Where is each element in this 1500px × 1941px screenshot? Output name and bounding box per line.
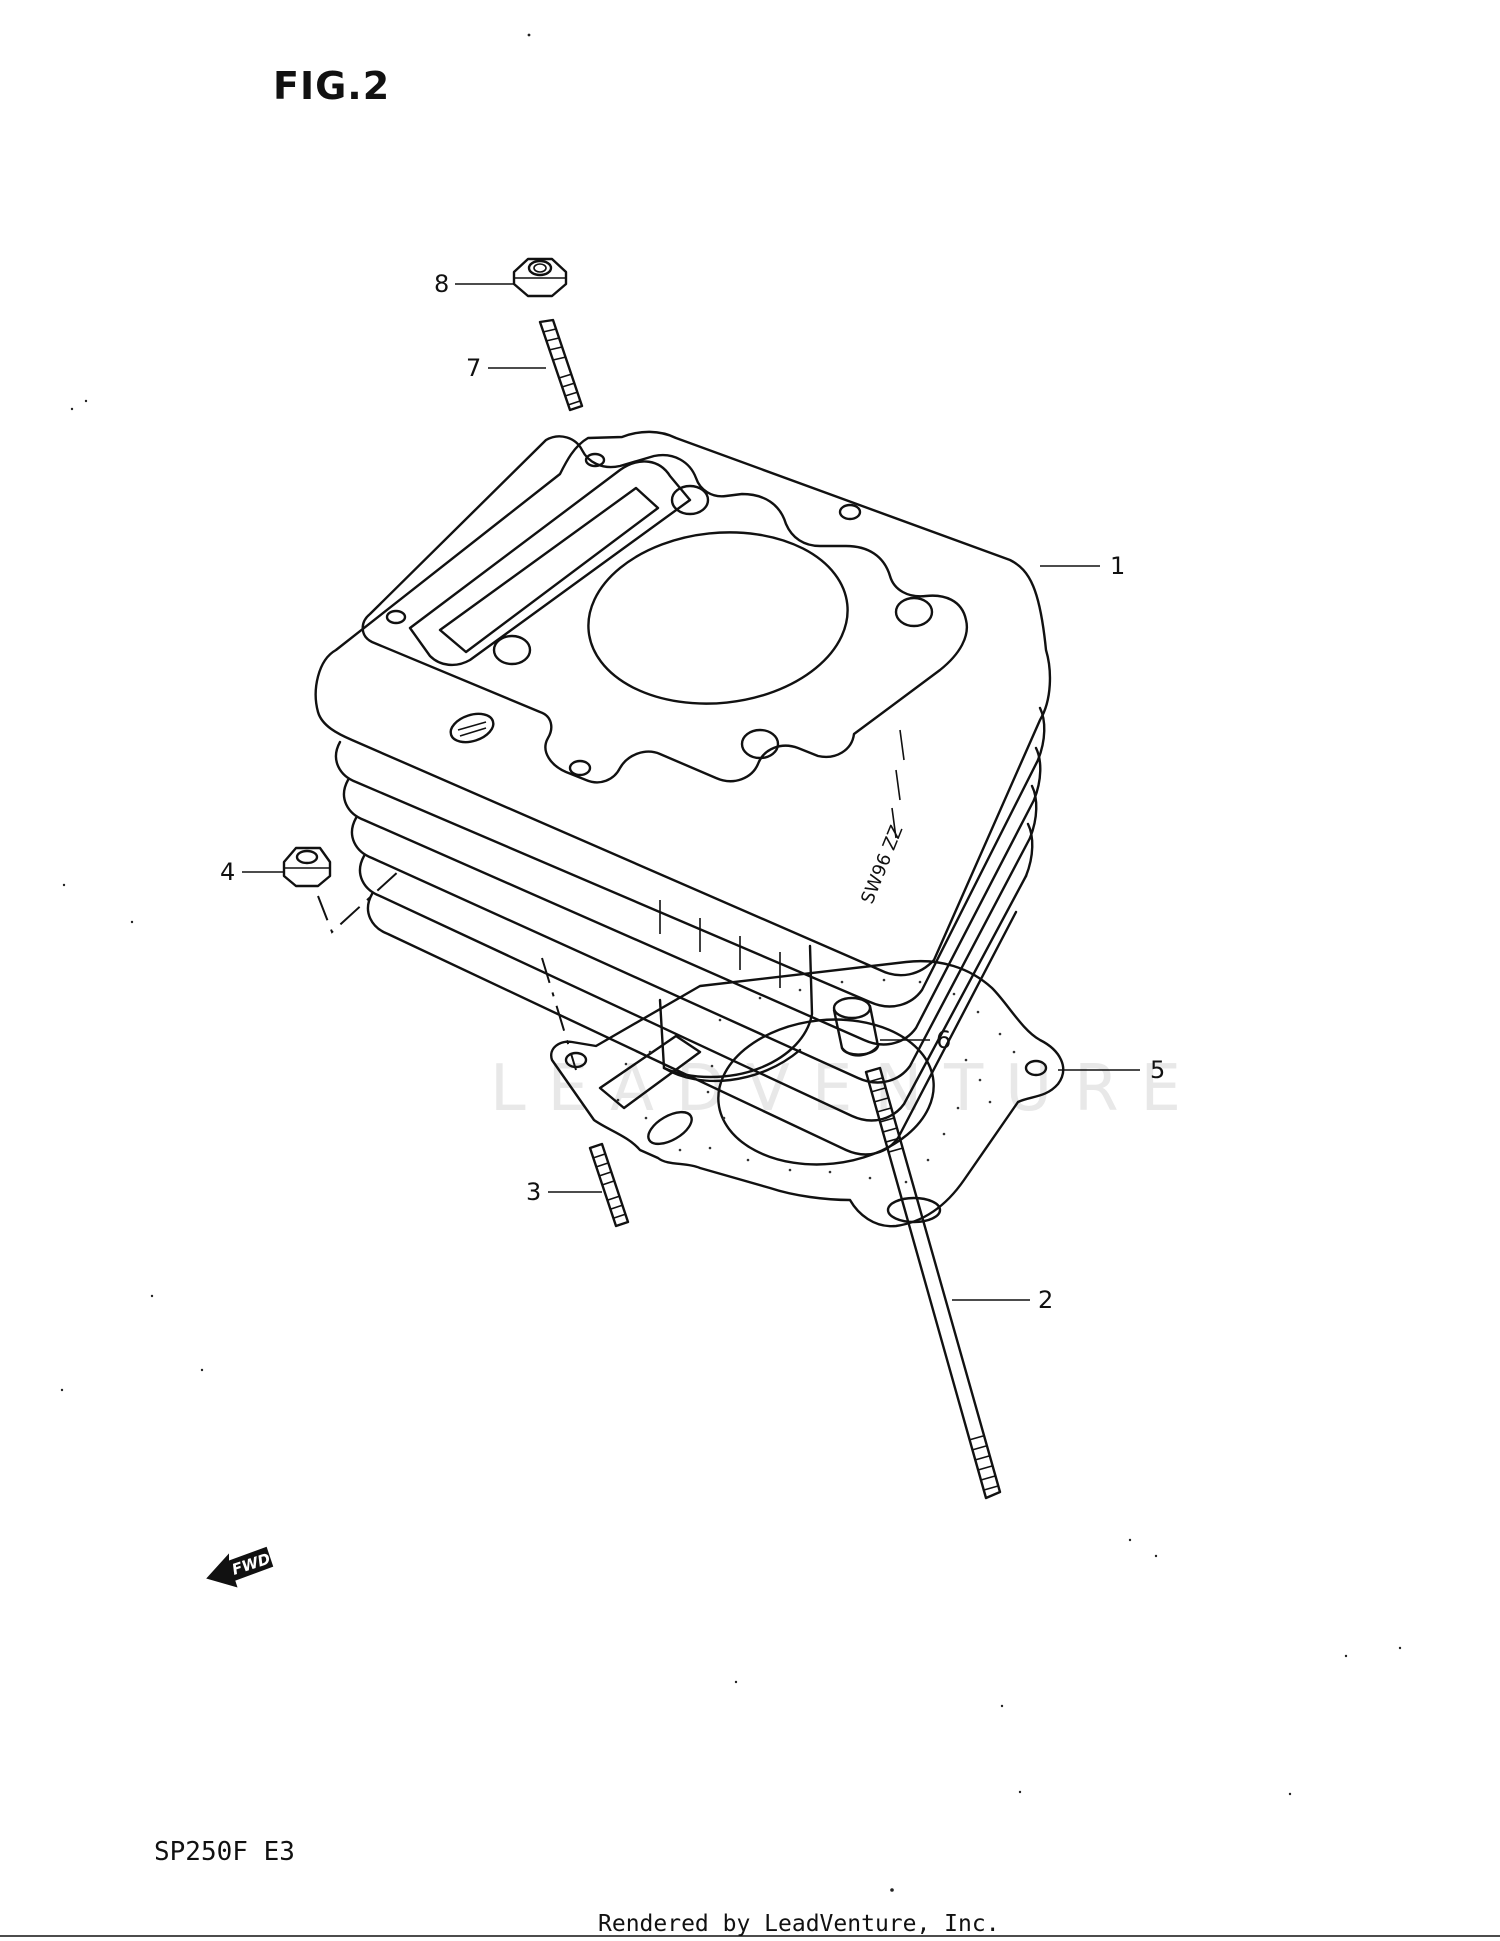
cylinder-marking: SW96 ZZ xyxy=(857,822,907,906)
part-6-dowel[interactable] xyxy=(832,996,880,1057)
callout-2-label: 2 xyxy=(1038,1286,1053,1314)
footer-credit: Rendered by LeadVenture, Inc. xyxy=(598,1911,1000,1937)
watermark-text: LEADVENTURE xyxy=(490,1052,1203,1126)
model-code: SP250F E3 xyxy=(154,1837,295,1867)
part-5-gasket[interactable] xyxy=(550,960,1065,1228)
assembly-line-stud3 xyxy=(541,957,577,1071)
figure-title: FIG.2 xyxy=(273,64,390,108)
part-3-short-stud[interactable] xyxy=(588,1142,630,1228)
callout-3-label: 3 xyxy=(526,1178,541,1206)
callout-8-label: 8 xyxy=(434,270,449,298)
callout-6-label: 6 xyxy=(936,1026,951,1054)
callout-4-label: 4 xyxy=(220,858,235,886)
scan-specks xyxy=(60,33,1402,1892)
part-7-stud[interactable] xyxy=(538,318,584,412)
gasket-texture xyxy=(616,978,1016,1184)
part-4-nut[interactable] xyxy=(282,846,332,888)
fwd-arrow-icon: FWD xyxy=(206,1546,274,1588)
callout-5-label: 5 xyxy=(1150,1056,1165,1084)
callout-7-label: 7 xyxy=(466,354,481,382)
assembly-line-nut4 xyxy=(317,869,401,934)
callout-1-label: 1 xyxy=(1110,552,1125,580)
part-2-long-stud[interactable] xyxy=(864,1066,1002,1500)
part-8-nut[interactable] xyxy=(512,257,568,298)
